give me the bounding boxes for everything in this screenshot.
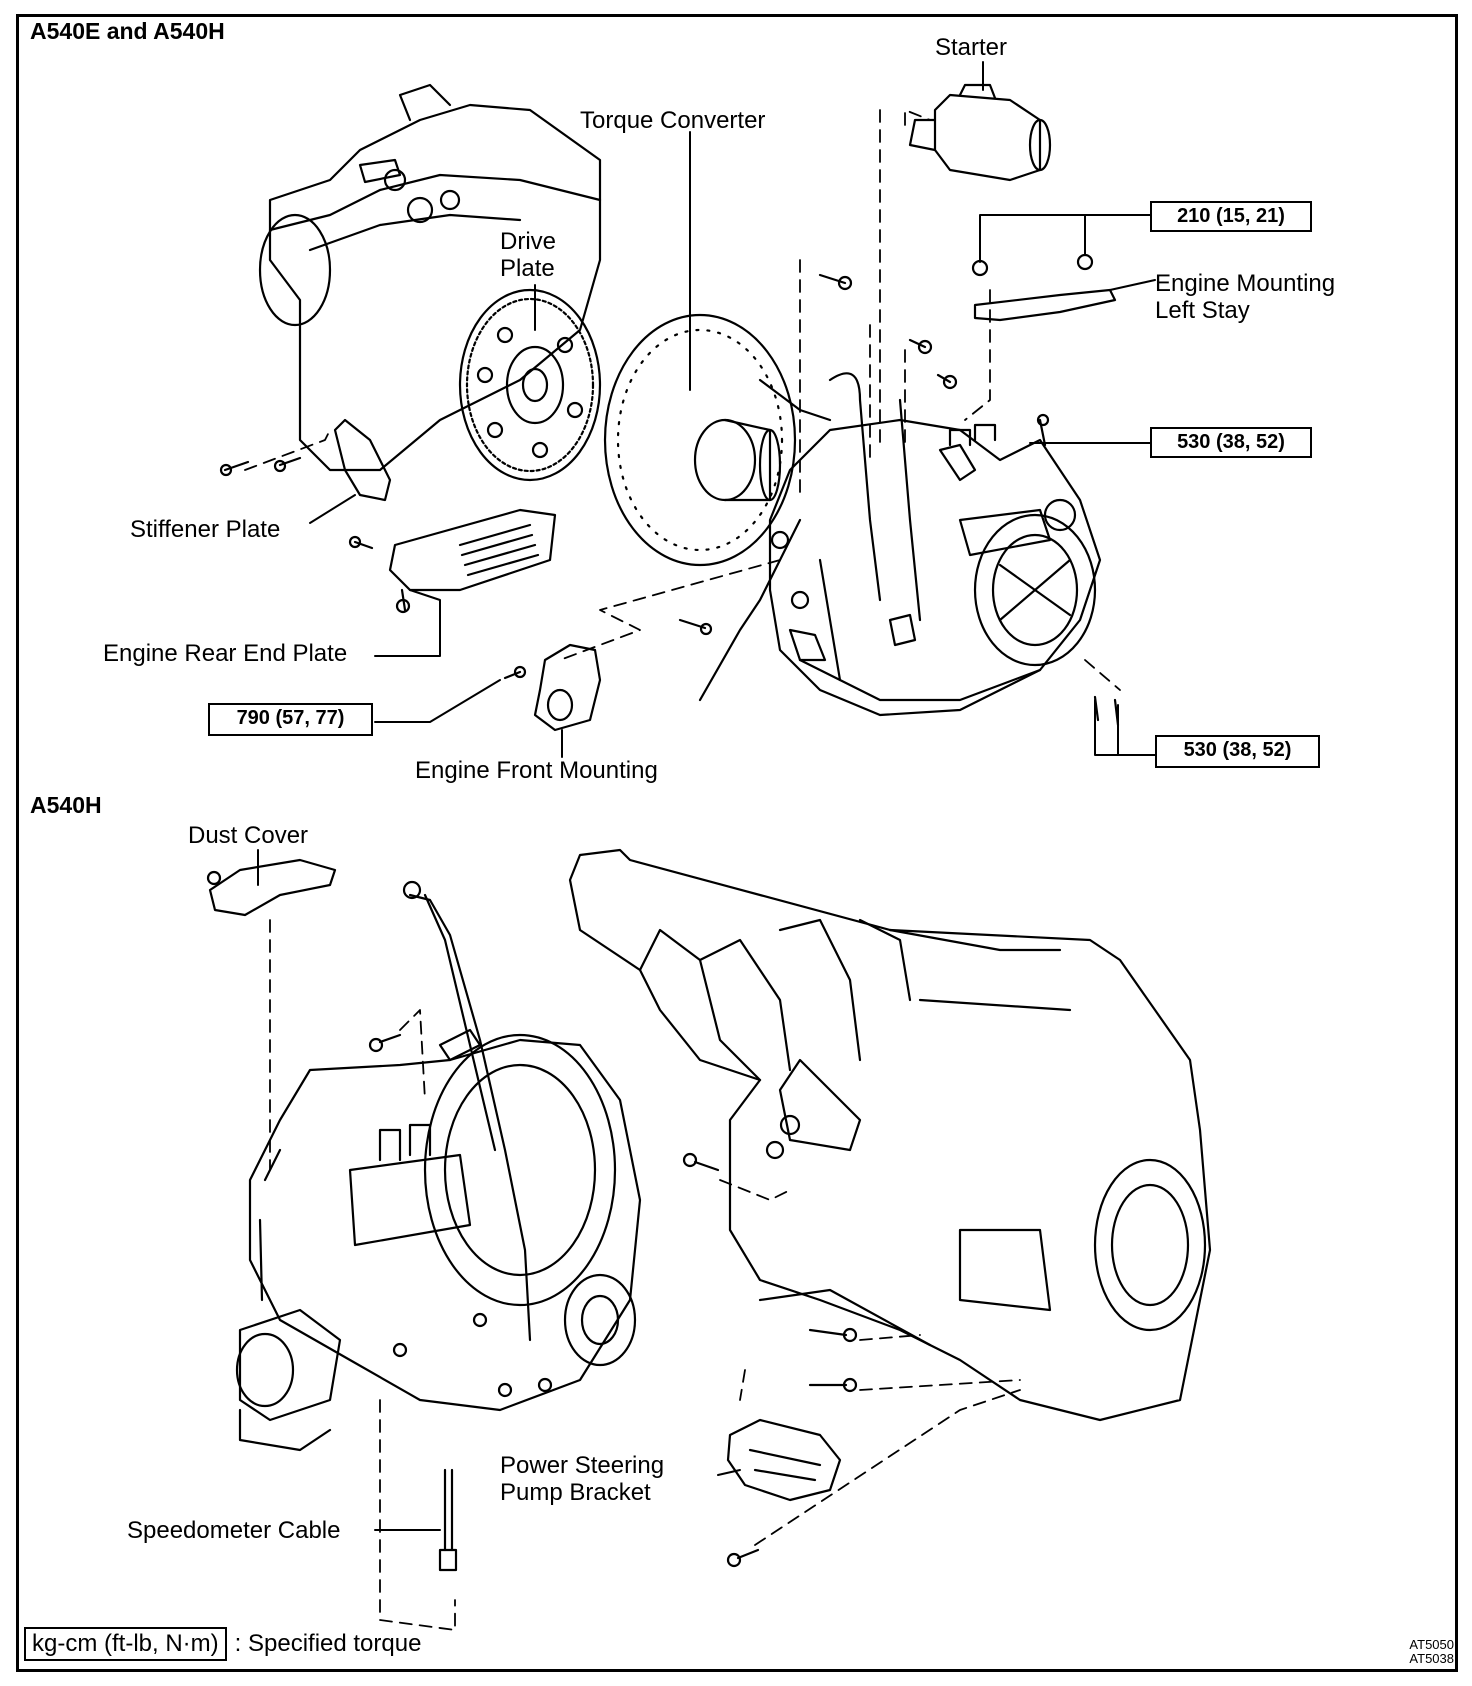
section-title-bottom: A540H [30,792,102,818]
torque-box-front-mounting: 790 (57, 77) [208,703,373,736]
leader-lines-bottom [257,849,741,1531]
label-stiffener-plate: Stiffener Plate [130,516,281,543]
power-steering-pump-bracket [726,1418,842,1502]
label-drive-plate-line1: Drive [500,228,557,255]
dust-cover [208,858,337,917]
torque-converter [603,313,797,567]
alignment-lines-top [244,109,1121,691]
label-engine-mounting-left-stay-line2: Left Stay [1155,297,1250,324]
engine-mounting-left-stay [973,288,1117,322]
label-speedometer-cable: Speedometer Cable [127,1517,341,1544]
transaxle-bottom [235,1033,642,1452]
label-power-steering-line1: Power Steering [500,1452,665,1479]
label-starter: Starter [935,34,1008,61]
stiffener-plate [333,418,392,502]
label-engine-front-mounting: Engine Front Mounting [415,757,658,784]
engine-block-top [258,83,602,472]
label-torque-converter: Torque Converter [580,107,766,134]
diagram-frame [16,14,1458,1672]
torque-box-upper-bolt: 530 (38, 52) [1150,427,1312,458]
label-engine-rear-end-plate: Engine Rear End Plate [103,640,348,667]
label-dust-cover: Dust Cover [188,822,309,849]
label-drive-plate-line2: Plate [500,255,555,282]
bolts-top [219,253,1120,727]
label-engine-mounting-left-stay-line1: Engine Mounting [1155,270,1336,297]
alignment-lines-bottom [269,919,1021,1631]
drive-plate [458,288,602,482]
engine-front-mounting [533,643,602,732]
torque-box-left-stay: 210 (15, 21) [1150,201,1312,232]
figure-code-1: AT5050 [1409,1637,1454,1652]
transaxle-top [698,372,1102,717]
legend-text: : Specified torque [234,1630,422,1657]
speedometer-cable [438,1468,458,1572]
leader-lines-top [309,61,1161,758]
torque-legend: kg-cm (ft-lb, N·m) : Specified torque [24,1627,421,1661]
engine-block-bottom [568,848,1212,1422]
engine-rear-end-plate [388,508,557,592]
torque-box-lower-bolts: 530 (38, 52) [1155,735,1320,768]
bolts-bottom [206,870,858,1568]
label-power-steering-line2: Pump Bracket [500,1479,651,1506]
figure-code-2: AT5038 [1409,1651,1454,1666]
legend-unit-box: kg-cm (ft-lb, N·m) [24,1627,227,1661]
starter [908,83,1052,182]
section-title-top: A540E and A540H [30,18,225,44]
dipstick-tube [402,880,532,1342]
